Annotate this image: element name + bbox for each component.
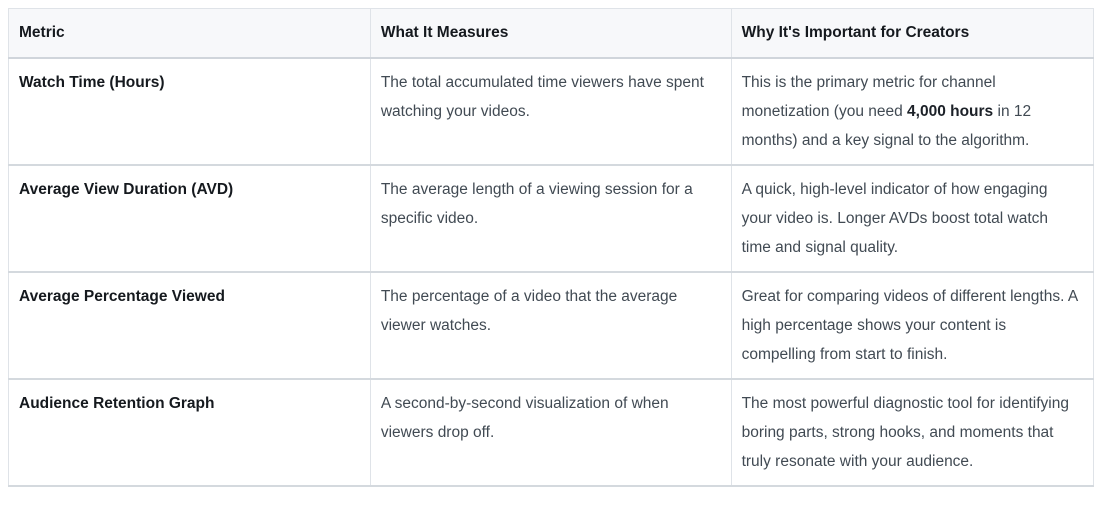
- header-row: Metric What It Measures Why It's Importa…: [8, 8, 1095, 59]
- table-row: Watch Time (Hours) The total accumulated…: [8, 57, 1095, 166]
- metric-name-cell: Audience Retention Graph: [8, 378, 371, 487]
- column-header-why-important: Why It's Important for Creators: [730, 8, 1095, 59]
- what-it-measures-cell: The average length of a viewing session …: [369, 164, 732, 273]
- metric-name-cell: Average Percentage Viewed: [8, 271, 371, 380]
- why-important-cell: Great for comparing videos of different …: [730, 271, 1095, 380]
- metrics-table: Metric What It Measures Why It's Importa…: [8, 8, 1095, 487]
- table-row: Audience Retention Graph A second-by-sec…: [8, 378, 1095, 487]
- column-header-what-it-measures: What It Measures: [369, 8, 732, 59]
- what-it-measures-cell: The total accumulated time viewers have …: [369, 57, 732, 166]
- table-body: Watch Time (Hours) The total accumulated…: [8, 57, 1095, 487]
- table-row: Average Percentage Viewed The percentage…: [8, 271, 1095, 380]
- metric-name-cell: Watch Time (Hours): [8, 57, 371, 166]
- table-row: Average View Duration (AVD) The average …: [8, 164, 1095, 273]
- why-important-cell: This is the primary metric for channel m…: [730, 57, 1095, 166]
- metric-name-cell: Average View Duration (AVD): [8, 164, 371, 273]
- why-important-cell: A quick, high-level indicator of how eng…: [730, 164, 1095, 273]
- column-header-metric: Metric: [8, 8, 371, 59]
- what-it-measures-cell: The percentage of a video that the avera…: [369, 271, 732, 380]
- why-important-cell: The most powerful diagnostic tool for id…: [730, 378, 1095, 487]
- what-it-measures-cell: A second-by-second visualization of when…: [369, 378, 732, 487]
